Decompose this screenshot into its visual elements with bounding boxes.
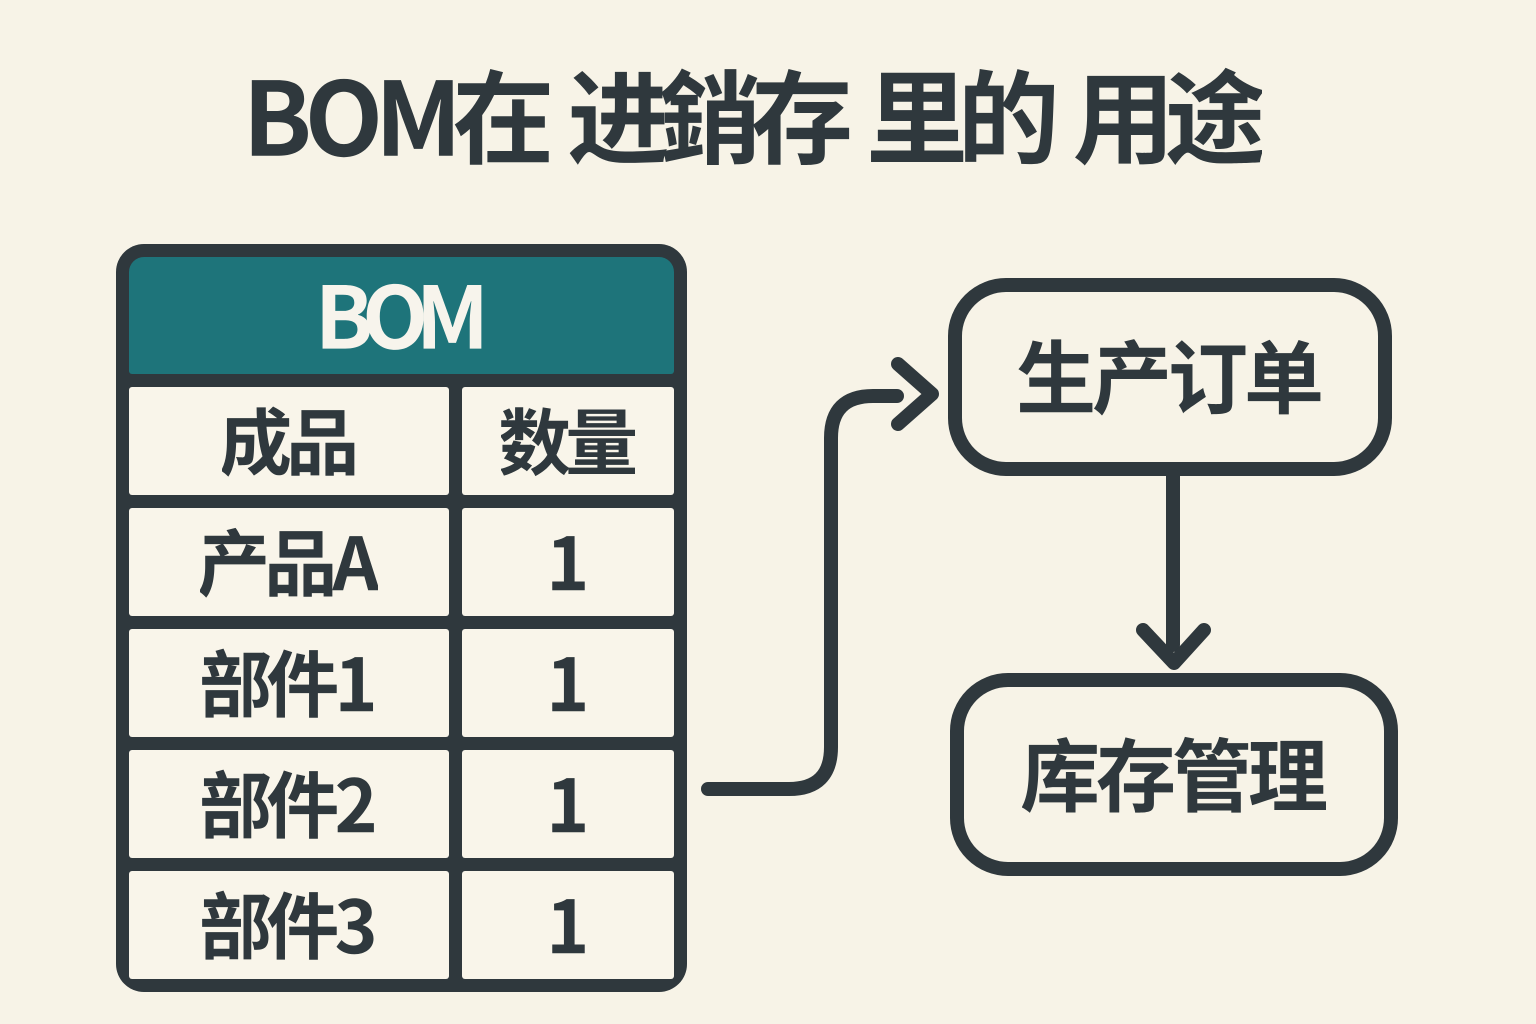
arrowhead-down-icon xyxy=(1136,623,1211,670)
table-cell-item xyxy=(129,871,449,979)
table-cell-qty xyxy=(462,871,674,979)
table-cell-qty xyxy=(462,508,674,616)
arrowhead-right-icon xyxy=(891,357,939,431)
table-cell-item xyxy=(129,750,449,858)
bom-table xyxy=(116,244,687,992)
table-cell-item xyxy=(129,508,449,616)
bom-table-header xyxy=(129,257,674,374)
column-header-item xyxy=(129,387,449,495)
table-cell-qty xyxy=(462,750,674,858)
arrow-bom-to-production-order xyxy=(701,389,904,796)
flow-node-production-order xyxy=(948,278,1392,476)
column-header-qty xyxy=(462,387,674,495)
flow-node-inventory-management xyxy=(950,673,1398,876)
table-cell-item xyxy=(129,629,449,737)
page-title xyxy=(0,66,1522,168)
table-cell-qty xyxy=(462,629,674,737)
